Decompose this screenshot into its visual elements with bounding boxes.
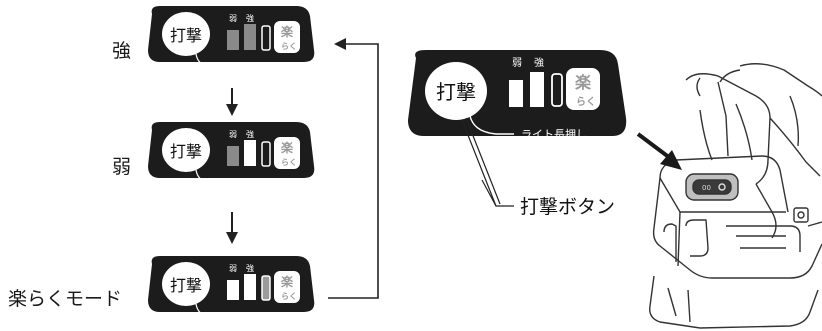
raku-badge (274, 21, 300, 53)
panel-weak: 打撃 弱 強 楽 らく ライト長押し (148, 122, 315, 191)
callout-leader (461, 117, 514, 207)
bar-strong (244, 24, 256, 50)
raku-char: 楽 (281, 274, 294, 289)
hold-label: ライト長押し (238, 314, 289, 325)
hold-label: ライト長押し (521, 127, 587, 141)
strike-label: 打撃 (170, 142, 202, 161)
raku-badge (274, 137, 300, 169)
raku-indicator (261, 25, 271, 51)
mode-label-weak: 弱 (112, 156, 132, 178)
panel-detail: 打撃 弱 強 楽 らく ライト長押し (408, 50, 627, 141)
level-strong-label: 強 (246, 263, 254, 273)
level-strong-label: 強 (246, 129, 254, 139)
raku-indicator (551, 73, 563, 107)
strike-button-circle (425, 62, 487, 120)
bar-weak (509, 80, 523, 107)
down-arrow-icon (226, 212, 238, 244)
strike-button-callout-label: 打撃ボタン (520, 196, 615, 218)
strike-label: 打撃 (170, 26, 202, 45)
level-weak-label: 弱 (229, 264, 237, 273)
level-weak-label: 弱 (512, 57, 522, 69)
panel-easy: 打撃 弱 強 楽 らく ライト長押し (148, 256, 315, 325)
bar-weak (227, 30, 239, 50)
strike-button-circle (162, 12, 210, 56)
hold-label: ライト長押し (238, 180, 289, 191)
strike-button-circle (162, 262, 210, 306)
return-arrow-icon (328, 38, 379, 299)
mode-label-strong: 強 (112, 40, 132, 62)
raku-kana: らく (281, 42, 297, 51)
mode-label-easy: 楽らくモード (8, 288, 123, 310)
level-strong-label: 強 (246, 13, 254, 23)
raku-badge (274, 271, 300, 303)
down-arrow-icon (226, 88, 238, 116)
raku-indicator (261, 141, 271, 167)
raku-kana: らく (281, 158, 297, 167)
raku-kana: らく (576, 96, 596, 108)
strike-label: 打撃 (170, 276, 202, 295)
bar-strong (530, 72, 544, 107)
hold-label: ライト長押し (238, 64, 289, 75)
raku-kana: らく (281, 292, 297, 301)
svg-text:00: 00 (702, 184, 711, 192)
raku-char: 楽 (281, 140, 294, 155)
bar-weak (227, 146, 239, 166)
impact-driver-illustration: 00 (649, 63, 822, 329)
level-strong-label: 強 (534, 56, 544, 69)
raku-badge (566, 68, 600, 110)
bar-strong (244, 274, 256, 300)
raku-char: 楽 (574, 73, 592, 92)
pointer-arrow-icon (636, 132, 682, 170)
level-weak-label: 弱 (229, 14, 237, 23)
strike-button-circle (162, 128, 210, 172)
strike-label: 打撃 (436, 80, 476, 104)
bar-weak (227, 280, 239, 300)
bar-strong (244, 140, 256, 166)
raku-char: 楽 (281, 24, 294, 39)
level-weak-label: 弱 (229, 130, 237, 139)
raku-indicator (261, 275, 271, 301)
panel-strong: 打撃 弱 強 楽 らく ライト長押し (148, 6, 315, 75)
